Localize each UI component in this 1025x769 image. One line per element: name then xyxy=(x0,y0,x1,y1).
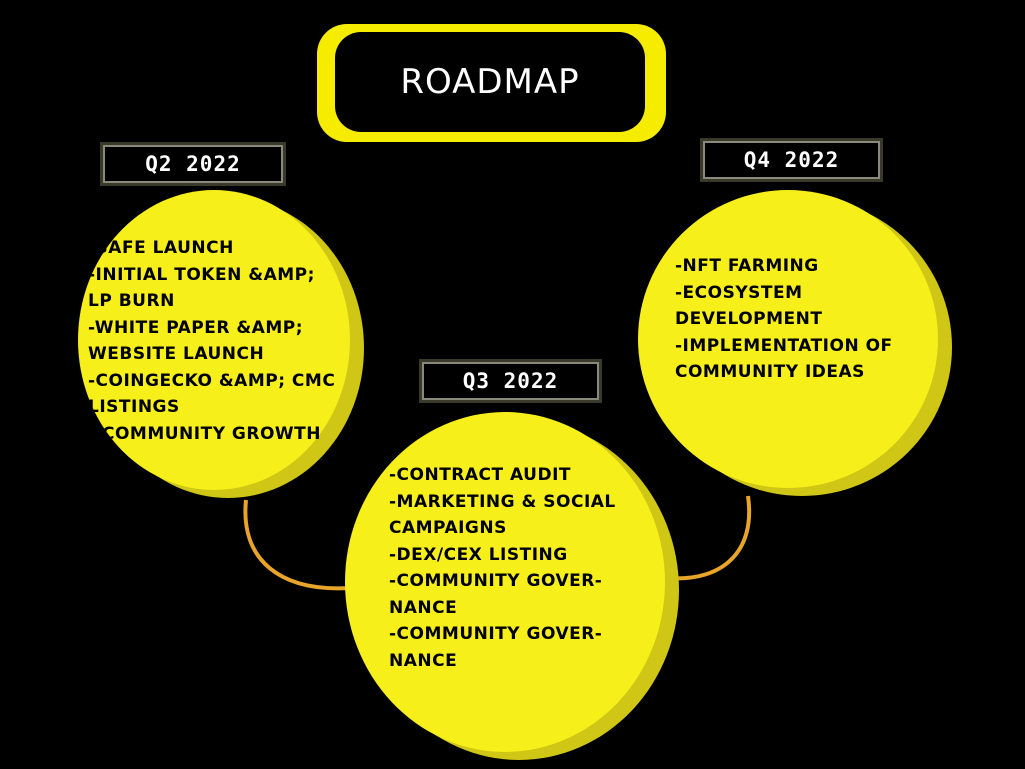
phase-circle-q2 xyxy=(78,190,350,490)
list-item: -MARKETING & SOCIAL xyxy=(389,491,616,512)
list-item: LISTINGS xyxy=(88,397,180,417)
phase-label-q2: Q2 2022 xyxy=(103,145,283,183)
roadmap-title-frame: ROADMAP xyxy=(317,24,666,142)
phase-label-q4: Q4 2022 xyxy=(703,141,880,179)
list-item: -DEX/CEX LISTING xyxy=(389,544,568,565)
list-item: -ECOSYSTEM xyxy=(675,282,803,303)
phase-items-q2: -SAFE LAUNCH -INITIAL TOKEN &amp; LP BUR… xyxy=(88,235,335,447)
phase-items-q4: -NFT FARMING -ECOSYSTEM DEVELOPMENT -IMP… xyxy=(675,253,893,386)
list-item: -IMPLEMENTATION OF xyxy=(675,335,893,356)
list-item: -CONTRACT AUDIT xyxy=(389,465,572,485)
phase-circle-q3 xyxy=(345,412,665,752)
list-item: COMMUNITY IDEAS xyxy=(675,362,865,382)
list-item: -INITIAL TOKEN &amp; xyxy=(88,264,315,285)
list-item: CAMPAIGNS xyxy=(389,518,507,538)
phase-circle-q4 xyxy=(638,190,938,488)
list-item: NANCE xyxy=(389,597,458,618)
page-title: ROADMAP xyxy=(335,32,645,132)
phase-label-q3-mid: Q3 2022 xyxy=(422,362,599,400)
phase-items-q3: -CONTRACT AUDIT -MARKETING & SOCIAL CAMP… xyxy=(389,462,616,674)
list-item: NANCE xyxy=(389,650,458,671)
list-item: DEVELOPMENT xyxy=(675,309,823,329)
connector-q3-q4 xyxy=(667,495,752,581)
list-item: WEBSITE LAUNCH xyxy=(88,344,265,364)
list-item: LP BURN xyxy=(88,291,175,311)
list-item: -SAFE LAUNCH xyxy=(88,238,234,258)
connector-q2-q3 xyxy=(243,499,351,591)
list-item: - COMMUNITY GROWTH xyxy=(88,423,321,444)
list-item: -COMMUNITY GOVER- xyxy=(389,571,603,591)
list-item: -COINGECKO &amp; CMC xyxy=(88,370,336,391)
list-item: -COMMUNITY GOVER- xyxy=(389,624,603,644)
list-item: -NFT FARMING xyxy=(675,256,819,276)
list-item: -WHITE PAPER &amp; xyxy=(88,317,304,338)
